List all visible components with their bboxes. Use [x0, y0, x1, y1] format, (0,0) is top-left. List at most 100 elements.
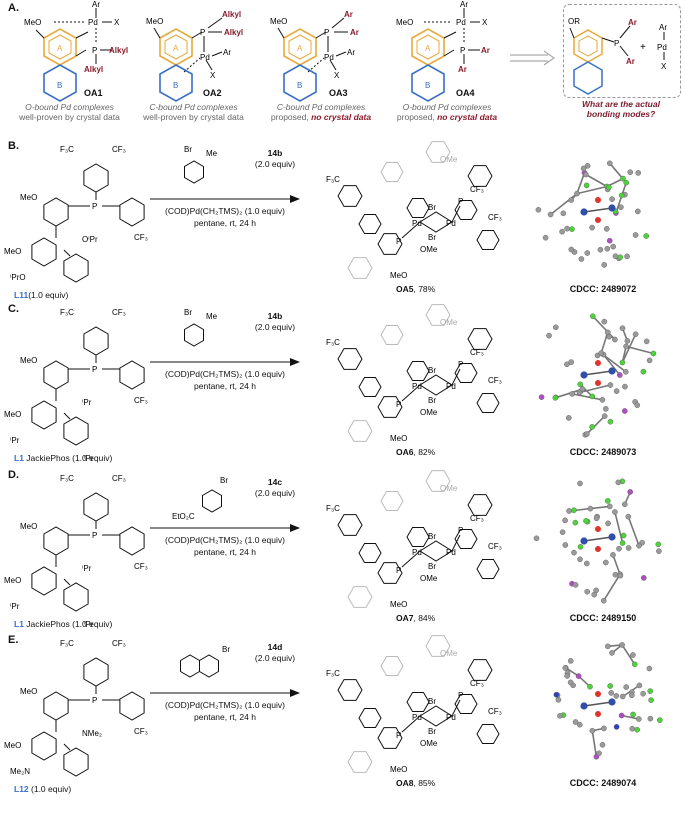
svg-text:P: P	[396, 731, 401, 740]
svg-text:Ar: Ar	[223, 48, 231, 57]
ccdc-number: CDCC: 2489074	[569, 778, 637, 788]
svg-text:Br: Br	[222, 645, 230, 654]
svg-text:OMe: OMe	[420, 245, 438, 254]
svg-text:CF₃: CF₃	[488, 542, 502, 551]
svg-text:OMe: OMe	[440, 155, 458, 164]
svg-text:OMe: OMe	[420, 739, 438, 748]
ligand-name: JackiePhos	[23, 453, 70, 463]
svg-text:Pd: Pd	[446, 382, 456, 391]
svg-text:MeO: MeO	[20, 356, 37, 365]
svg-text:X: X	[210, 71, 216, 80]
crystal-structure-image	[553, 642, 663, 760]
svg-text:Pd: Pd	[446, 713, 456, 722]
svg-text:F₃C: F₃C	[60, 639, 74, 648]
product-label: OA8, 85%	[396, 778, 435, 788]
product-code: OA5	[396, 284, 414, 294]
svg-text:OR: OR	[568, 17, 580, 26]
svg-text:P: P	[460, 46, 465, 55]
svg-text:MeO: MeO	[390, 600, 407, 609]
svg-text:A: A	[297, 44, 303, 53]
svg-text:Br: Br	[184, 145, 192, 154]
svg-text:P: P	[92, 531, 97, 540]
ligand-name: JackiePhos	[23, 619, 70, 629]
question-line-1: What are the actual	[582, 99, 660, 109]
svg-text:CF₃: CF₃	[112, 639, 126, 648]
ligand-code[interactable]: L1	[14, 453, 24, 463]
svg-text:P: P	[458, 360, 463, 369]
svg-text:P: P	[458, 526, 463, 535]
svg-text:F₃C: F₃C	[60, 308, 74, 317]
svg-text:P: P	[92, 365, 97, 374]
oa2-caption-1: C-bound Pd complexes	[149, 102, 238, 112]
svg-text:Pd: Pd	[200, 53, 210, 62]
ligand-label: L11(1.0 equiv)	[14, 290, 68, 300]
svg-text:Ar: Ar	[659, 23, 667, 32]
svg-text:Br: Br	[184, 308, 192, 317]
ligand-label: L1 JackiePhos (1.0 equiv)	[14, 619, 112, 629]
crystal-structure-image	[538, 313, 657, 438]
svg-text:CF₃: CF₃	[488, 213, 502, 222]
ligand-equiv: (1.0 equiv)	[28, 290, 69, 300]
reagent-code: 14b	[267, 148, 283, 158]
oa1-label: OA1	[84, 88, 103, 98]
row-label: E.	[8, 634, 19, 646]
oa1-structure: Ar MeO Pd X P Alkyl Alkyl A B	[24, 0, 128, 102]
question-box	[563, 4, 681, 98]
svg-text:MeO: MeO	[390, 765, 407, 774]
svg-text:MeO: MeO	[24, 18, 41, 27]
row-label: D.	[8, 469, 19, 481]
condition-solvent: pentane, rt, 24 h	[194, 712, 256, 722]
svg-text:P: P	[458, 691, 463, 700]
ligand-equiv: (1.0 equiv)	[69, 453, 113, 463]
svg-text:OMe: OMe	[440, 649, 458, 658]
question-structure: OR P Ar Ar + Ar Pd X	[568, 17, 667, 95]
svg-text:CF₃: CF₃	[112, 308, 126, 317]
svg-text:MeO: MeO	[270, 17, 287, 26]
svg-text:P: P	[396, 566, 401, 575]
svg-text:Ar: Ar	[460, 0, 468, 9]
svg-text:B: B	[57, 81, 62, 90]
svg-text:MeO: MeO	[390, 271, 407, 280]
reagent-label: 14b(2.0 equiv)	[240, 148, 310, 170]
svg-text:CF₃: CF₃	[134, 562, 148, 571]
ligand-code[interactable]: L1	[14, 619, 24, 629]
svg-text:ⁱPr: ⁱPr	[84, 620, 94, 629]
svg-text:CF₃: CF₃	[470, 679, 484, 688]
ligand-code[interactable]: L11	[14, 290, 29, 300]
svg-text:Pd: Pd	[412, 548, 422, 557]
svg-text:Ar: Ar	[628, 18, 637, 27]
svg-text:Pd: Pd	[412, 219, 422, 228]
svg-text:Alkyl: Alkyl	[222, 10, 241, 19]
svg-text:Br: Br	[220, 476, 228, 485]
svg-text:CF₃: CF₃	[112, 145, 126, 154]
product-code: OA6	[396, 447, 414, 457]
svg-text:Me: Me	[206, 312, 218, 321]
svg-text:X: X	[334, 71, 340, 80]
svg-text:P: P	[396, 400, 401, 409]
product-code: OA7	[396, 613, 414, 623]
reagent-structure: Br	[180, 645, 230, 678]
ligand-code[interactable]: L12	[14, 784, 29, 794]
svg-text:P: P	[92, 696, 97, 705]
svg-text:MeO: MeO	[20, 687, 37, 696]
svg-text:Pd: Pd	[88, 18, 98, 27]
svg-text:P: P	[200, 28, 205, 37]
svg-text:P: P	[324, 28, 329, 37]
svg-text:Ar: Ar	[347, 48, 355, 57]
svg-text:CF₃: CF₃	[134, 233, 148, 242]
svg-text:F₃C: F₃C	[326, 175, 340, 184]
product-yield: , 84%	[413, 613, 436, 623]
svg-text:ⁱPr: ⁱPr	[10, 436, 20, 445]
svg-text:P: P	[92, 202, 97, 211]
svg-text:F₃C: F₃C	[326, 669, 340, 678]
svg-text:OMe: OMe	[420, 574, 438, 583]
row-label: C.	[8, 303, 19, 315]
svg-text:Br: Br	[428, 532, 436, 541]
svg-text:Br: Br	[428, 562, 436, 571]
